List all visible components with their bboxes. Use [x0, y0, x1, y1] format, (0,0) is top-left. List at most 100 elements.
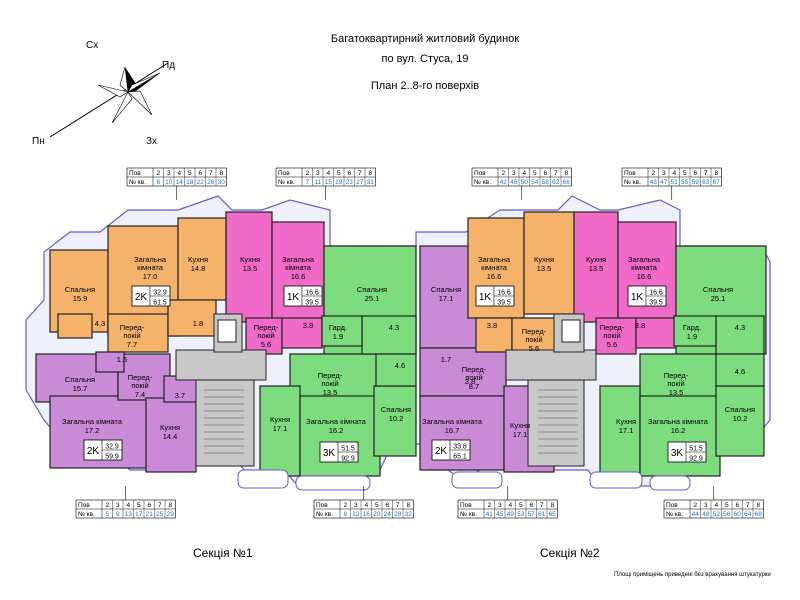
room-name: Кухня — [160, 423, 180, 432]
living-area: 32.9 — [153, 290, 167, 297]
room-wardrobe — [321, 315, 363, 347]
floor-number: 8 — [219, 170, 223, 177]
floor-header: Пов — [129, 170, 141, 177]
room-name: Перед- — [600, 323, 625, 332]
total-area: 39.5 — [497, 300, 511, 307]
room-name: Спальня — [357, 285, 387, 294]
apartment-number: 8 — [343, 511, 347, 518]
room-area: 7.7 — [127, 340, 137, 349]
apartment-number: 47 — [660, 179, 668, 186]
room-label: 4.3 — [389, 323, 399, 332]
apartment-number: 9 — [116, 511, 120, 518]
apartment-number: 13 — [125, 511, 133, 518]
room-label: 4.6 — [735, 367, 745, 376]
room-area: 1.9 — [687, 332, 697, 341]
floor-number: 7 — [396, 502, 400, 509]
apartment-number: 66 — [563, 179, 571, 186]
apartment-type: 3K — [323, 448, 336, 459]
floor-number: 2 — [501, 170, 505, 177]
apartment-number: 41 — [486, 511, 494, 518]
total-area: 65.1 — [453, 454, 467, 461]
living-area: 32.9 — [105, 444, 119, 451]
room-kitchen — [177, 217, 227, 301]
room-label: 3.8 — [465, 377, 475, 386]
room-name: Загальна — [134, 255, 167, 264]
floor-number: 2 — [693, 502, 697, 509]
room-area: 14.4 — [163, 432, 178, 441]
apartment-number: 12 — [352, 511, 360, 518]
floor-number: 7 — [358, 170, 362, 177]
room-bedroom — [715, 385, 765, 457]
floor-number: 5 — [725, 502, 729, 509]
room-name: покій — [465, 373, 482, 382]
apartment-number: 53 — [517, 511, 525, 518]
room-name: кімната — [481, 263, 508, 272]
apartment-number: 16 — [363, 511, 371, 518]
room-area: 13.5 — [669, 388, 684, 397]
apartment-number: 50 — [521, 179, 529, 186]
apartment-number: 31 — [367, 179, 375, 186]
floor-number: 4 — [326, 170, 330, 177]
apartment-number: 32 — [405, 511, 413, 518]
floor-header: Пов — [460, 502, 472, 509]
apartment-type: 1K — [631, 292, 644, 303]
room-name: Загальна кімната — [648, 417, 709, 426]
floor-number: 7 — [746, 502, 750, 509]
room-hall — [107, 313, 169, 353]
section-2-label: Секція №2 — [540, 546, 600, 560]
room-area: 1.8 — [193, 319, 203, 328]
room-name: Кухня — [586, 255, 606, 264]
apartment-number: 59 — [692, 179, 700, 186]
apartment-number: 54 — [531, 179, 539, 186]
room-area: 3.8 — [303, 321, 313, 330]
apartment-number: 26 — [207, 179, 215, 186]
room-wc — [95, 351, 125, 373]
room-name: Перед- — [522, 327, 547, 336]
stairwell — [175, 349, 267, 381]
room-kitchen — [259, 385, 301, 477]
apartment-number: 65 — [549, 511, 557, 518]
room-bath — [57, 313, 93, 339]
apartment-number: 62 — [552, 179, 560, 186]
floor-header: Пов — [78, 502, 90, 509]
room-area: 4.3 — [389, 323, 399, 332]
total-area: 92.9 — [689, 456, 703, 463]
balcony — [649, 475, 691, 491]
apartment-number: 6 — [156, 179, 160, 186]
room-area: 3.8 — [487, 321, 497, 330]
room-label: 1.7 — [441, 355, 451, 364]
room-name: покій — [603, 331, 620, 340]
floor-number: 5 — [375, 502, 379, 509]
apartment-number: 52 — [713, 511, 721, 518]
apartment-number: 11 — [314, 179, 321, 186]
apt-header: № кв. — [460, 511, 477, 518]
room-name: Кухня — [188, 255, 208, 264]
apt-header: № кв. — [129, 179, 146, 186]
floor-number: 6 — [385, 502, 389, 509]
room-name: Кухня — [616, 417, 636, 426]
apartment-number: 15 — [325, 179, 333, 186]
apartment-number: 48 — [702, 511, 710, 518]
room-name: Загальна кімната — [306, 417, 367, 426]
apt-header: № кв. — [474, 179, 491, 186]
room-name: Загальна кімната — [422, 417, 483, 426]
room-area: 17.2 — [85, 426, 100, 435]
apartment-number: 21 — [146, 511, 154, 518]
room-bath — [715, 353, 765, 387]
floor-header: Пов — [316, 502, 328, 509]
apartment-number: 10 — [165, 179, 173, 186]
room-area: 15.9 — [73, 294, 88, 303]
room-area: 10.2 — [389, 414, 404, 423]
